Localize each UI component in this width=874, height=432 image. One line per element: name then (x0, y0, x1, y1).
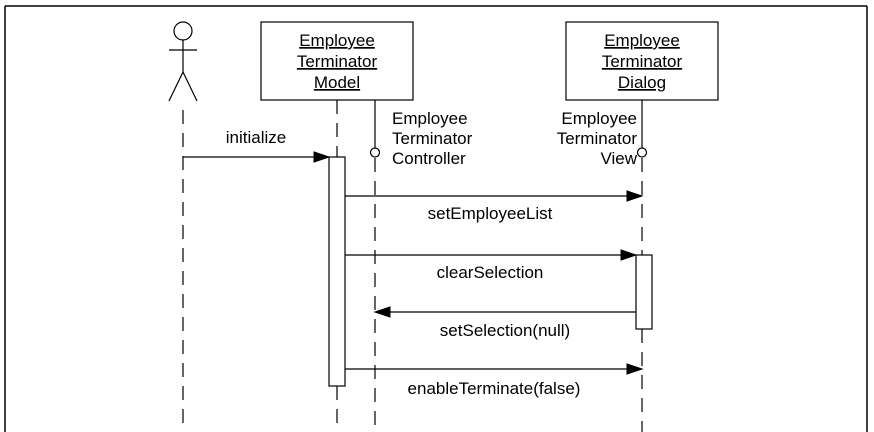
message-clear-selection-arrowhead (620, 249, 638, 261)
message-enable-terminate: enableTerminate(false) (345, 363, 644, 398)
controller-interface: Employee Terminator Controller (369, 100, 473, 432)
message-set-selection-label: setSelection(null) (440, 321, 570, 340)
view-interface: Employee Terminator View (557, 100, 648, 432)
message-clear-selection: clearSelection (345, 249, 638, 282)
actor-left-leg (168, 71, 184, 102)
dialog-object-name-line-1: Employee (604, 31, 680, 50)
message-set-selection-arrowhead (373, 306, 391, 318)
view-interface-label-line-1: Employee (561, 109, 637, 128)
message-initialize: initialize (183, 128, 331, 163)
view-interface-label-line-2: Terminator (557, 129, 638, 148)
model-object: Employee Terminator Model (260, 21, 414, 101)
actor-right-leg (182, 71, 198, 102)
message-enable-terminate-label: enableTerminate(false) (408, 379, 581, 398)
message-set-selection: setSelection(null) (373, 306, 636, 340)
message-set-employee-list-arrowhead (626, 190, 644, 202)
model-object-name-line-3: Model (314, 73, 360, 92)
view-interface-circle (636, 147, 648, 158)
actor-head (173, 21, 193, 41)
controller-interface-circle (369, 147, 381, 158)
model-object-box (260, 21, 414, 101)
message-enable-terminate-arrowhead (626, 363, 644, 375)
controller-interface-label-line-1: Employee (392, 109, 468, 128)
dialog-activation-bar (635, 254, 653, 330)
controller-interface-label-line-3: Controller (392, 149, 466, 168)
model-object-name-line-2: Terminator (297, 52, 378, 71)
message-initialize-label: initialize (226, 128, 286, 147)
diagram-frame (4, 5, 868, 432)
controller-interface-label-line-2: Terminator (392, 129, 473, 148)
model-activation-bar (328, 156, 346, 387)
message-clear-selection-label: clearSelection (437, 263, 544, 282)
message-set-employee-list: setEmployeeList (345, 190, 644, 223)
dialog-object: Employee Terminator Dialog (565, 21, 719, 101)
dialog-object-box (565, 21, 719, 101)
model-object-name-line-1: Employee (299, 31, 375, 50)
view-interface-label-line-3: View (600, 149, 637, 168)
dialog-object-name-line-2: Terminator (602, 52, 683, 71)
message-initialize-arrowhead (313, 151, 331, 163)
message-set-employee-list-label: setEmployeeList (428, 204, 553, 223)
dialog-object-name-line-3: Dialog (618, 73, 666, 92)
actor-figure (168, 21, 198, 102)
